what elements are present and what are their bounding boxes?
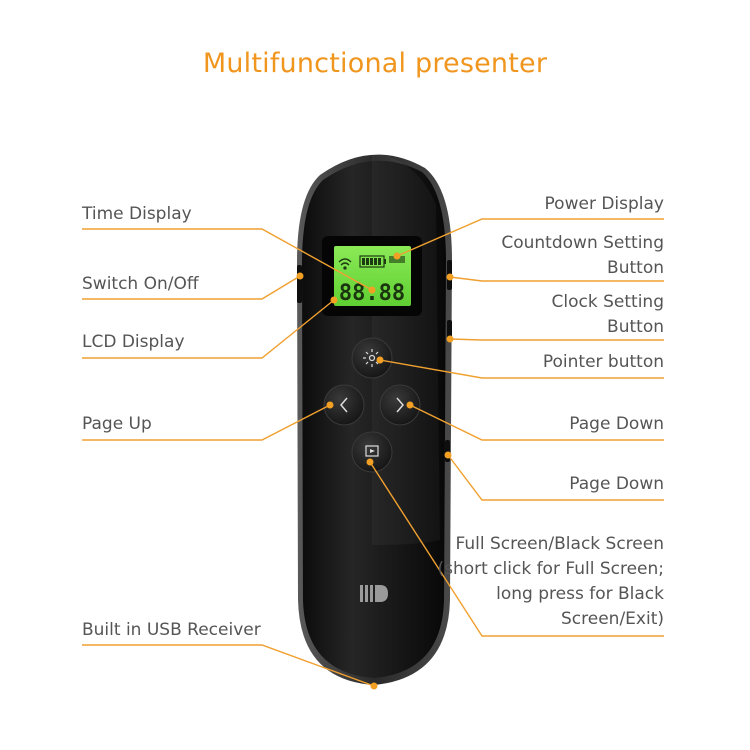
label-time-display: Time Display	[82, 204, 192, 224]
brand-logo-icon	[360, 585, 388, 602]
label-page-down: Page Down	[569, 414, 664, 434]
callout-page-up	[82, 404, 331, 441]
diagram-title: Multifunctional presenter	[202, 48, 548, 79]
callout-switch	[82, 275, 301, 300]
callout-lcd	[82, 299, 335, 359]
callout-countdown	[449, 276, 664, 282]
page-down-button	[379, 384, 421, 426]
callout-fullscreen	[369, 461, 664, 637]
label-page-up: Page Up	[82, 414, 152, 434]
label-countdown-setting: Countdown Setting Button	[501, 233, 664, 278]
lcd-screen: 88:88	[322, 236, 422, 316]
wifi-icon	[338, 258, 352, 270]
callout-time-display	[82, 228, 373, 291]
label-power-display: Power Display	[544, 194, 664, 214]
screen-icon	[365, 445, 379, 457]
power-switch	[297, 265, 302, 303]
side-page-down-button	[445, 440, 450, 462]
battery-icon	[359, 255, 386, 268]
callout-power	[396, 218, 664, 257]
chevron-left-icon	[340, 397, 348, 413]
label-side-page-down: Page Down	[569, 474, 664, 494]
label-usb-receiver: Built in USB Receiver	[82, 620, 261, 640]
label-fullscreen: Full Screen/Black Screen (short click fo…	[437, 534, 664, 629]
callout-clock	[449, 338, 664, 341]
callout-pointer	[379, 359, 664, 379]
label-lcd-display: LCD Display	[82, 332, 185, 352]
callout-dots	[296, 252, 454, 690]
label-switch-on-off: Switch On/Off	[82, 274, 199, 294]
label-clock-setting: Clock Setting Button	[551, 292, 664, 337]
pointer-button	[351, 337, 393, 379]
callout-page-down	[409, 404, 664, 441]
fullscreen-button	[351, 431, 393, 473]
page-up-button	[323, 384, 365, 426]
label-pointer-button: Pointer button	[542, 352, 664, 372]
chevron-right-icon	[396, 397, 404, 413]
callout-lines	[82, 218, 664, 687]
presenter-body	[297, 152, 452, 686]
callout-side-page-down	[447, 454, 664, 501]
callout-usb	[82, 644, 375, 687]
